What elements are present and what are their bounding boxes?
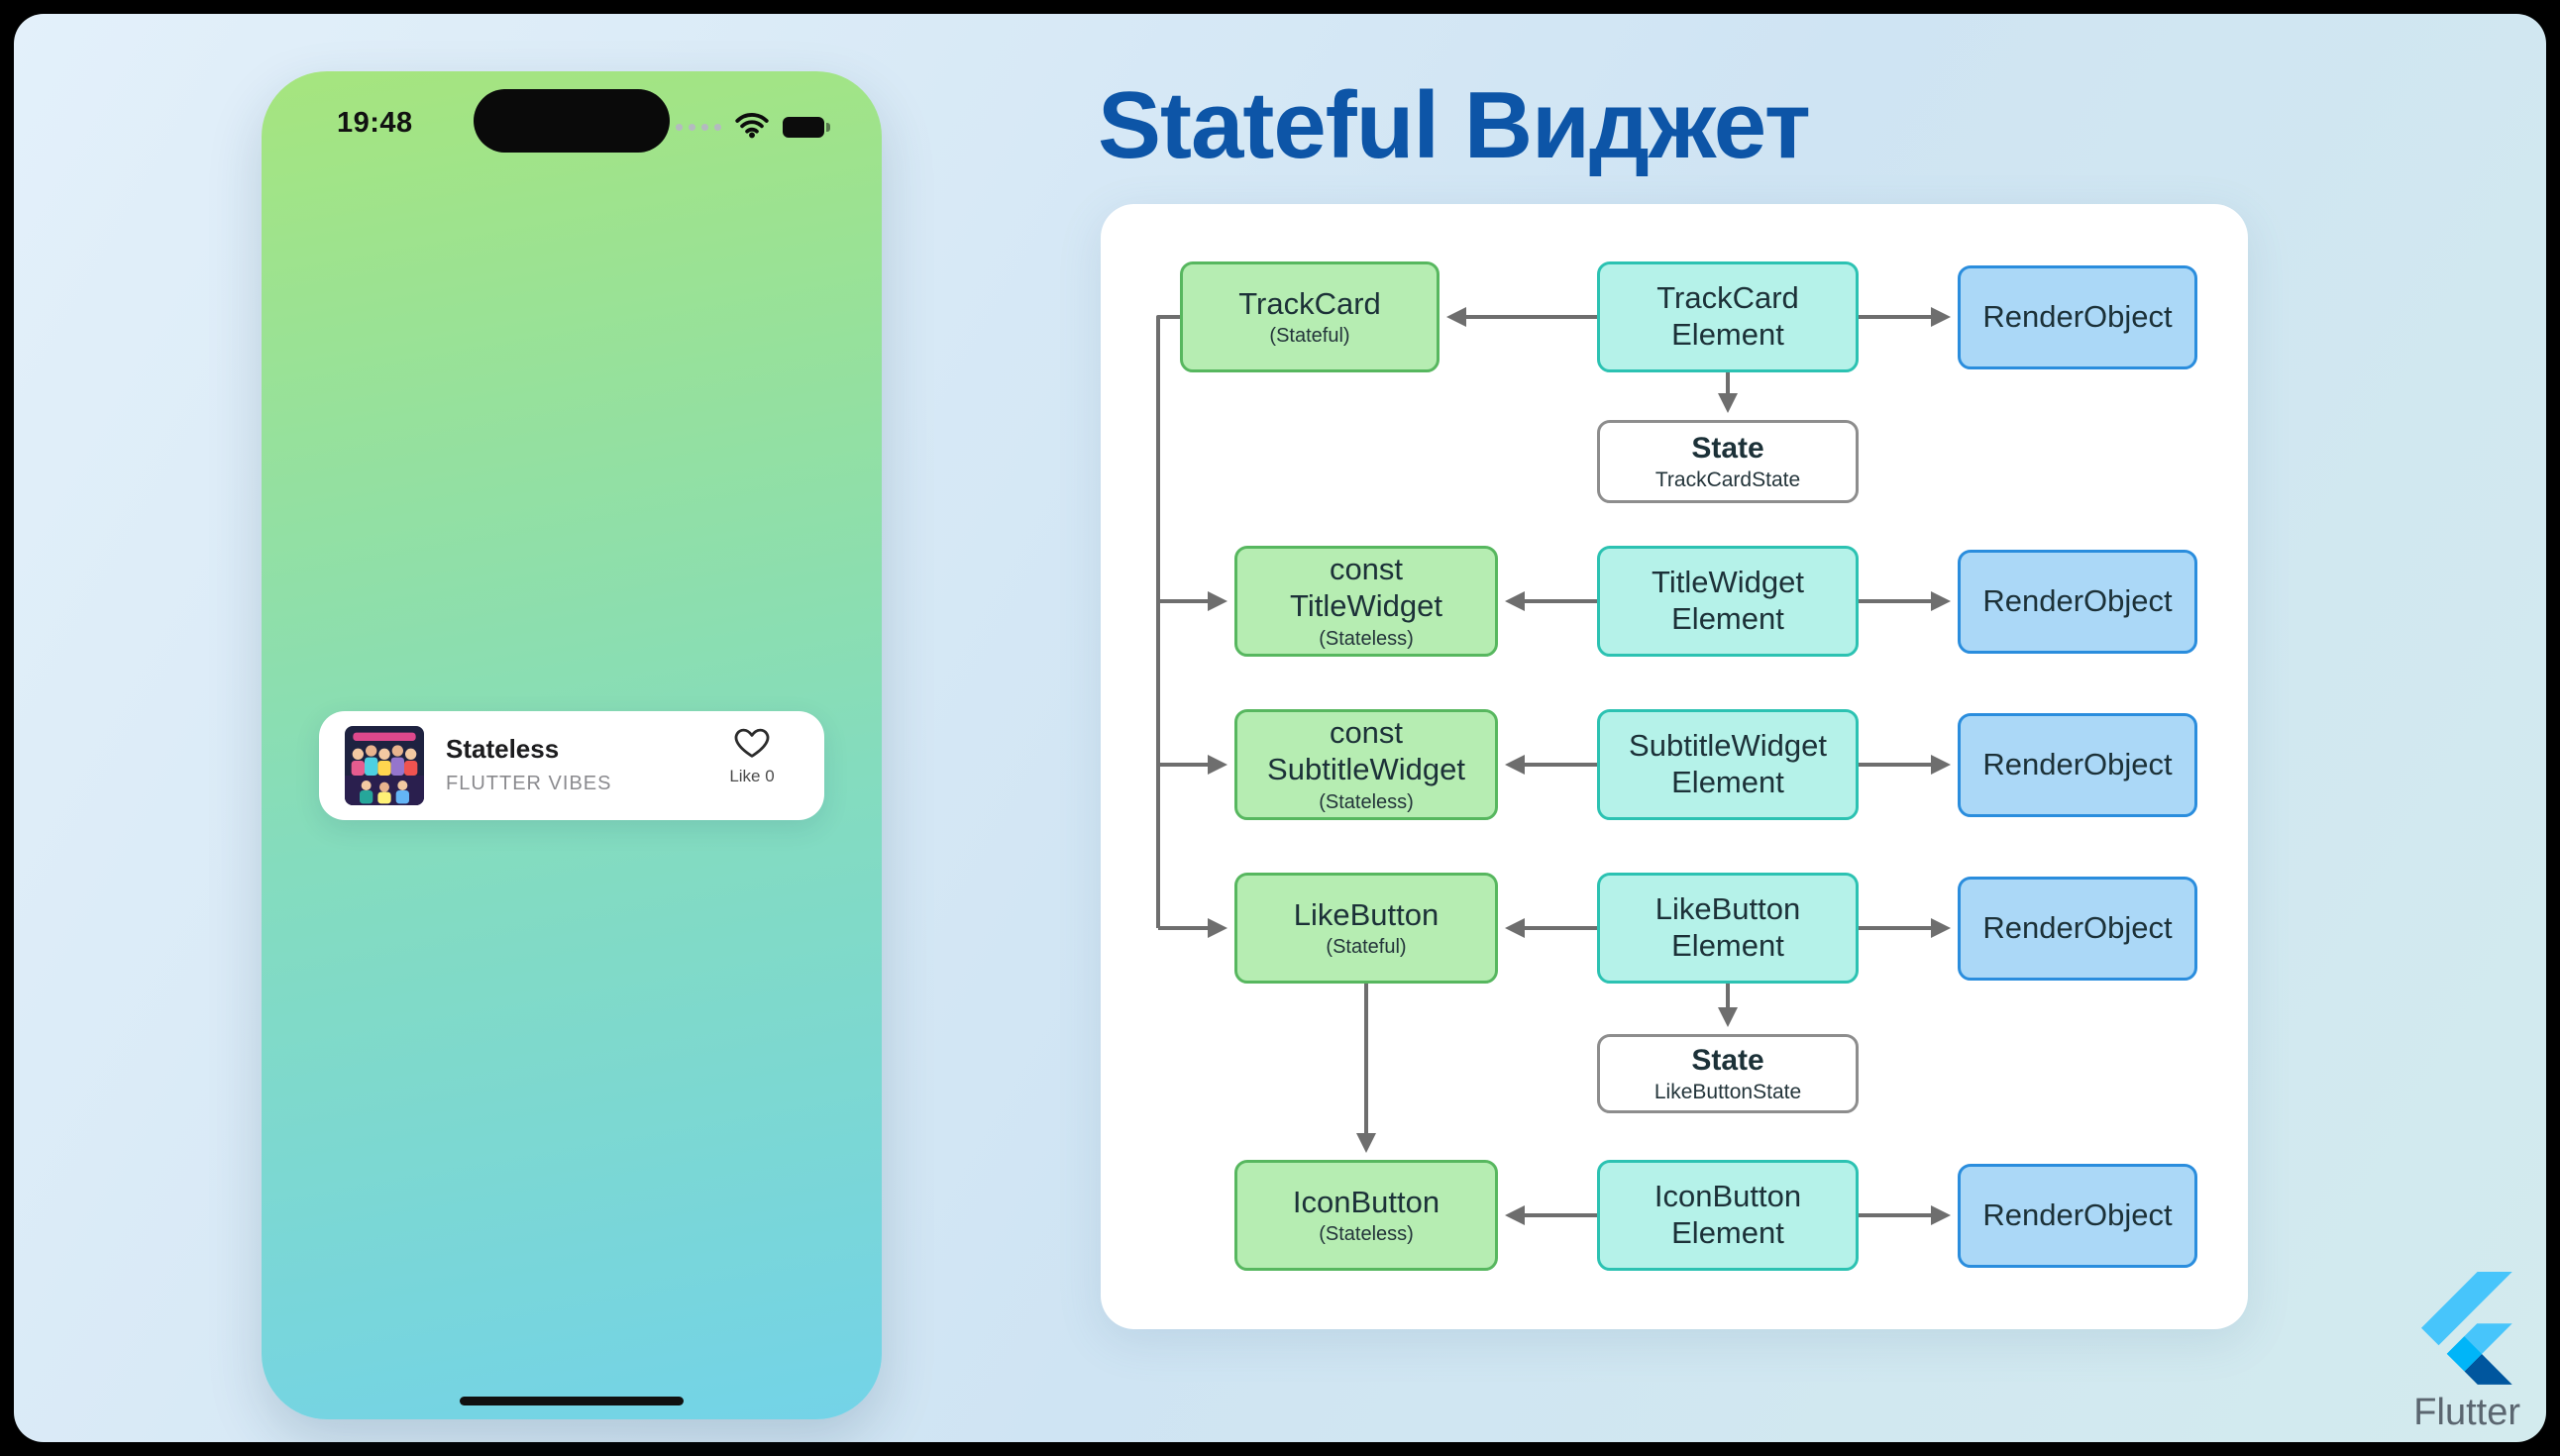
state-title: State [1691,1044,1764,1078]
element-box-iconbutton: IconButton Element [1597,1160,1859,1271]
widget-title: const TitleWidget [1290,552,1442,623]
element-box-trackcard: TrackCard Element [1597,261,1859,372]
like-button[interactable]: Like 0 [709,723,795,786]
track-subtitle: FLUTTER VIBES [446,773,612,794]
wifi-icon [734,111,770,144]
render-box-iconbutton: RenderObject [1958,1164,2197,1268]
render-title: RenderObject [1982,583,2173,619]
diagram-panel: TrackCard (Stateful) TrackCard Element R… [1101,204,2248,1329]
state-subtitle: LikeButtonState [1653,1080,1802,1103]
flutter-logo-icon [2421,1272,2512,1390]
dynamic-island [474,89,670,153]
element-box-titlewidget: TitleWidget Element [1597,546,1859,657]
render-box-titlewidget: RenderObject [1958,550,2197,654]
render-box-subtitlewidget: RenderObject [1958,713,2197,817]
state-box-trackcard: State TrackCardState [1597,420,1859,503]
widget-title: LikeButton [1293,896,1440,932]
widget-box-iconbutton: IconButton (Stateless) [1234,1160,1498,1271]
track-card: Stateless FLUTTER VIBES Like 0 [319,711,824,820]
widget-title: const SubtitleWidget [1267,715,1465,786]
status-icons [676,111,830,144]
element-title: SubtitleWidget Element [1629,728,1827,799]
widget-box-titlewidget: const TitleWidget (Stateless) [1234,546,1498,657]
element-title: LikeButton Element [1654,891,1801,963]
render-title: RenderObject [1982,747,2173,782]
cellular-dots-icon [676,124,721,131]
phone-mockup: 19:48 [262,71,882,1419]
render-title: RenderObject [1982,1197,2173,1233]
widget-subtitle: (Stateful) [1326,936,1407,959]
state-subtitle: TrackCardState [1654,468,1801,491]
status-time: 19:48 [337,107,413,139]
heart-outline-icon [732,728,772,765]
widget-subtitle: (Stateless) [1319,790,1414,813]
track-title: Stateless [446,734,560,764]
track-meta: Stateless FLUTTER VIBES [446,734,611,795]
element-title: IconButton Element [1653,1179,1802,1250]
widget-title: IconButton [1292,1184,1440,1219]
widget-box-trackcard: TrackCard (Stateful) [1180,261,1440,372]
render-title: RenderObject [1982,910,2173,946]
home-indicator [460,1397,684,1405]
flutter-branding: Flutter [2413,1272,2520,1434]
element-box-subtitlewidget: SubtitleWidget Element [1597,709,1859,820]
render-box-trackcard: RenderObject [1958,265,2197,369]
album-art [345,726,424,805]
slide-canvas: 19:48 [14,14,2546,1442]
page-title: Stateful Виджет [1098,72,1811,178]
widget-box-likebutton: LikeButton (Stateful) [1234,873,1498,984]
like-count-label: Like 0 [729,767,775,785]
render-title: RenderObject [1982,299,2173,335]
state-box-likebutton: State LikeButtonState [1597,1034,1859,1113]
widget-subtitle: (Stateless) [1319,1223,1414,1246]
render-box-likebutton: RenderObject [1958,877,2197,981]
widget-subtitle: (Stateless) [1319,627,1414,650]
widget-title: TrackCard [1238,285,1381,321]
element-title: TrackCard Element [1656,280,1799,352]
widget-subtitle: (Stateful) [1269,325,1350,348]
state-title: State [1691,432,1764,466]
element-title: TitleWidget Element [1652,565,1804,636]
battery-icon [783,117,830,138]
element-box-likebutton: LikeButton Element [1597,873,1859,984]
flutter-label: Flutter [2413,1392,2520,1433]
widget-box-subtitlewidget: const SubtitleWidget (Stateless) [1234,709,1498,820]
